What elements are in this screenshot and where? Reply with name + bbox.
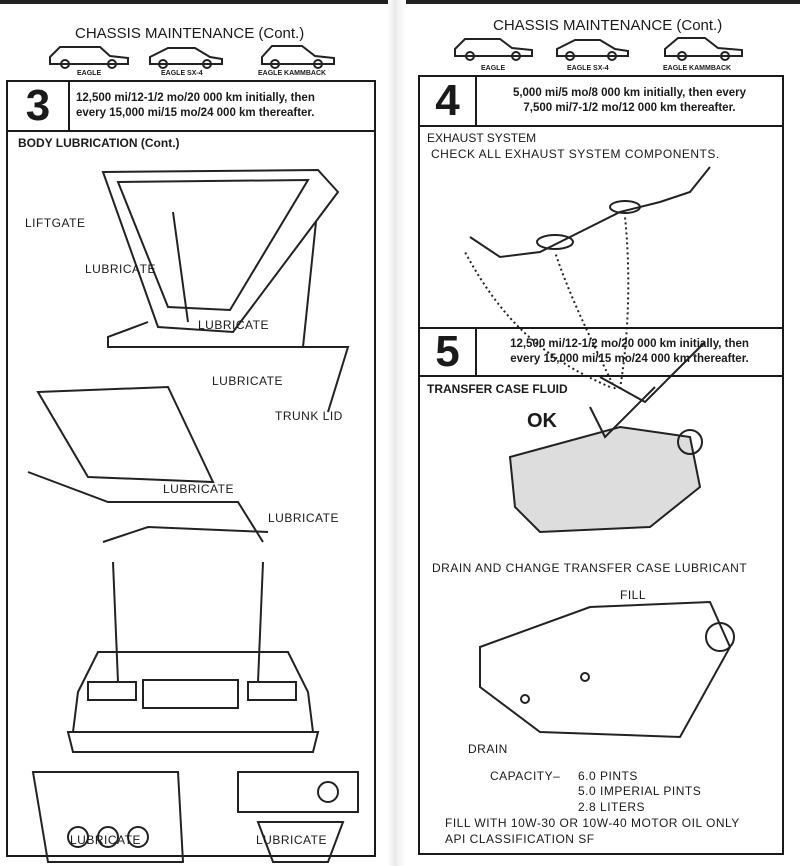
book-gutter: [388, 0, 406, 866]
car-models-illustration: [454, 37, 743, 61]
section-heading: BODY LUBRICATION (Cont.): [18, 136, 180, 150]
interval-line: 7,500 mi/7-1/2 mo/12 000 km thereafter.: [523, 102, 736, 114]
section-4-5-box: 4 5,000 mi/5 mo/8 000 km initially, then…: [418, 75, 784, 855]
section-3-box: 3 12,500 mi/12-1/2 mo/20 000 km initiall…: [6, 80, 376, 863]
car-label-eagle-sx4: EAGLE SX-4: [567, 65, 609, 72]
car-label-eagle-kammback: EAGLE KAMMBACK: [663, 65, 732, 72]
interval-line: 12,500 mi/12-1/2 mo/20 000 km initially,…: [76, 92, 315, 104]
capacity-imperial-pints: 5.0 IMPERIAL PINTS: [578, 784, 702, 798]
left-page-title: CHASSIS MAINTENANCE (Cont.): [75, 25, 305, 42]
interval-line: 5,000 mi/5 mo/8 000 km initially, then e…: [512, 87, 747, 99]
section-number: 3: [8, 81, 70, 130]
interval-text: 12,500 mi/12-1/2 mo/20 000 km initially,…: [477, 329, 782, 375]
body-lubrication-illustrations: [27, 168, 359, 863]
car-label-eagle-kammback: EAGLE KAMMBACK: [258, 70, 327, 77]
interval-text: 12,500 mi/12-1/2 mo/20 000 km initially,…: [70, 82, 374, 130]
label-lubricate: LUBRICATE: [268, 511, 339, 525]
label-lubricate: LUBRICATE: [163, 482, 234, 496]
section-number: 5: [420, 327, 477, 376]
trunk-lid-illustration: [27, 385, 269, 543]
car-label-eagle: EAGLE: [77, 70, 102, 77]
label-lubricate: LUBRICATE: [212, 374, 283, 388]
car-models-illustration: [49, 45, 335, 69]
section-number: 4: [420, 76, 477, 125]
capacity-pints: 6.0 PINTS: [578, 769, 638, 783]
oil-note: FILL WITH 10W-30 OR 10W-40 MOTOR OIL ONL…: [445, 816, 740, 830]
section-heading: EXHAUST SYSTEM: [427, 131, 537, 145]
interval-line: every 15,000 mi/15 mo/24 000 km thereaft…: [76, 107, 315, 119]
label-lubricate: LUBRICATE: [198, 318, 269, 332]
ok-label: OK: [527, 410, 557, 432]
car-kammback-icon: [261, 45, 335, 69]
fill-label: FILL: [620, 588, 647, 602]
car-label-eagle-sx4: EAGLE SX-4: [161, 70, 203, 77]
exhaust-system-illustration: [464, 166, 711, 404]
capacity-label: CAPACITY–: [490, 769, 561, 783]
car-sx4-icon: [149, 47, 223, 69]
section-4-header: 4 5,000 mi/5 mo/8 000 km initially, then…: [420, 76, 782, 127]
section-heading: TRANSFER CASE FLUID: [427, 382, 568, 396]
section-5-header: 5 12,500 mi/12-1/2 mo/20 000 km initiall…: [420, 327, 782, 377]
interval-text: 5,000 mi/5 mo/8 000 km initially, then e…: [477, 77, 782, 125]
transfer-case-drain-illustration: [479, 600, 735, 739]
label-lubricate: LUBRICATE: [70, 833, 141, 847]
transfer-case-illustrations: [479, 386, 735, 739]
liftgate-illustration: [101, 168, 350, 413]
exhaust-instruction: CHECK ALL EXHAUST SYSTEM COMPONENTS.: [431, 147, 720, 161]
section-3-header: 3 12,500 mi/12-1/2 mo/20 000 km initiall…: [8, 81, 374, 132]
label-liftgate: LIFTGATE: [25, 216, 86, 230]
drain-label: DRAIN: [468, 742, 508, 756]
car-kammback-icon: [664, 37, 743, 61]
transfer-case-ok-illustration: [508, 386, 703, 534]
api-note: API CLASSIFICATION SF: [445, 832, 595, 846]
right-page-title: CHASSIS MAINTENANCE (Cont.): [493, 17, 723, 34]
interval-line: every 15,000 mi/15 mo/24 000 km thereaft…: [510, 353, 749, 365]
ashtray-illustration: [237, 771, 359, 863]
label-lubricate: LUBRICATE: [256, 833, 327, 847]
front-hood-illustration: [66, 561, 320, 753]
capacity-liters: 2.8 LITERS: [578, 800, 646, 814]
interval-line: 12,500 mi/12-1/2 mo/20 000 km initially,…: [510, 338, 749, 350]
car-eagle-icon: [454, 38, 533, 61]
label-trunk-lid: TRUNK LID: [275, 409, 343, 423]
label-lubricate: LUBRICATE: [85, 262, 156, 276]
car-sx4-icon: [556, 39, 629, 61]
drain-change-label: DRAIN AND CHANGE TRANSFER CASE LUBRICANT: [432, 561, 748, 575]
glovebox-illustration: [31, 771, 185, 863]
car-eagle-icon: [49, 46, 129, 69]
car-label-eagle: EAGLE: [481, 65, 506, 72]
